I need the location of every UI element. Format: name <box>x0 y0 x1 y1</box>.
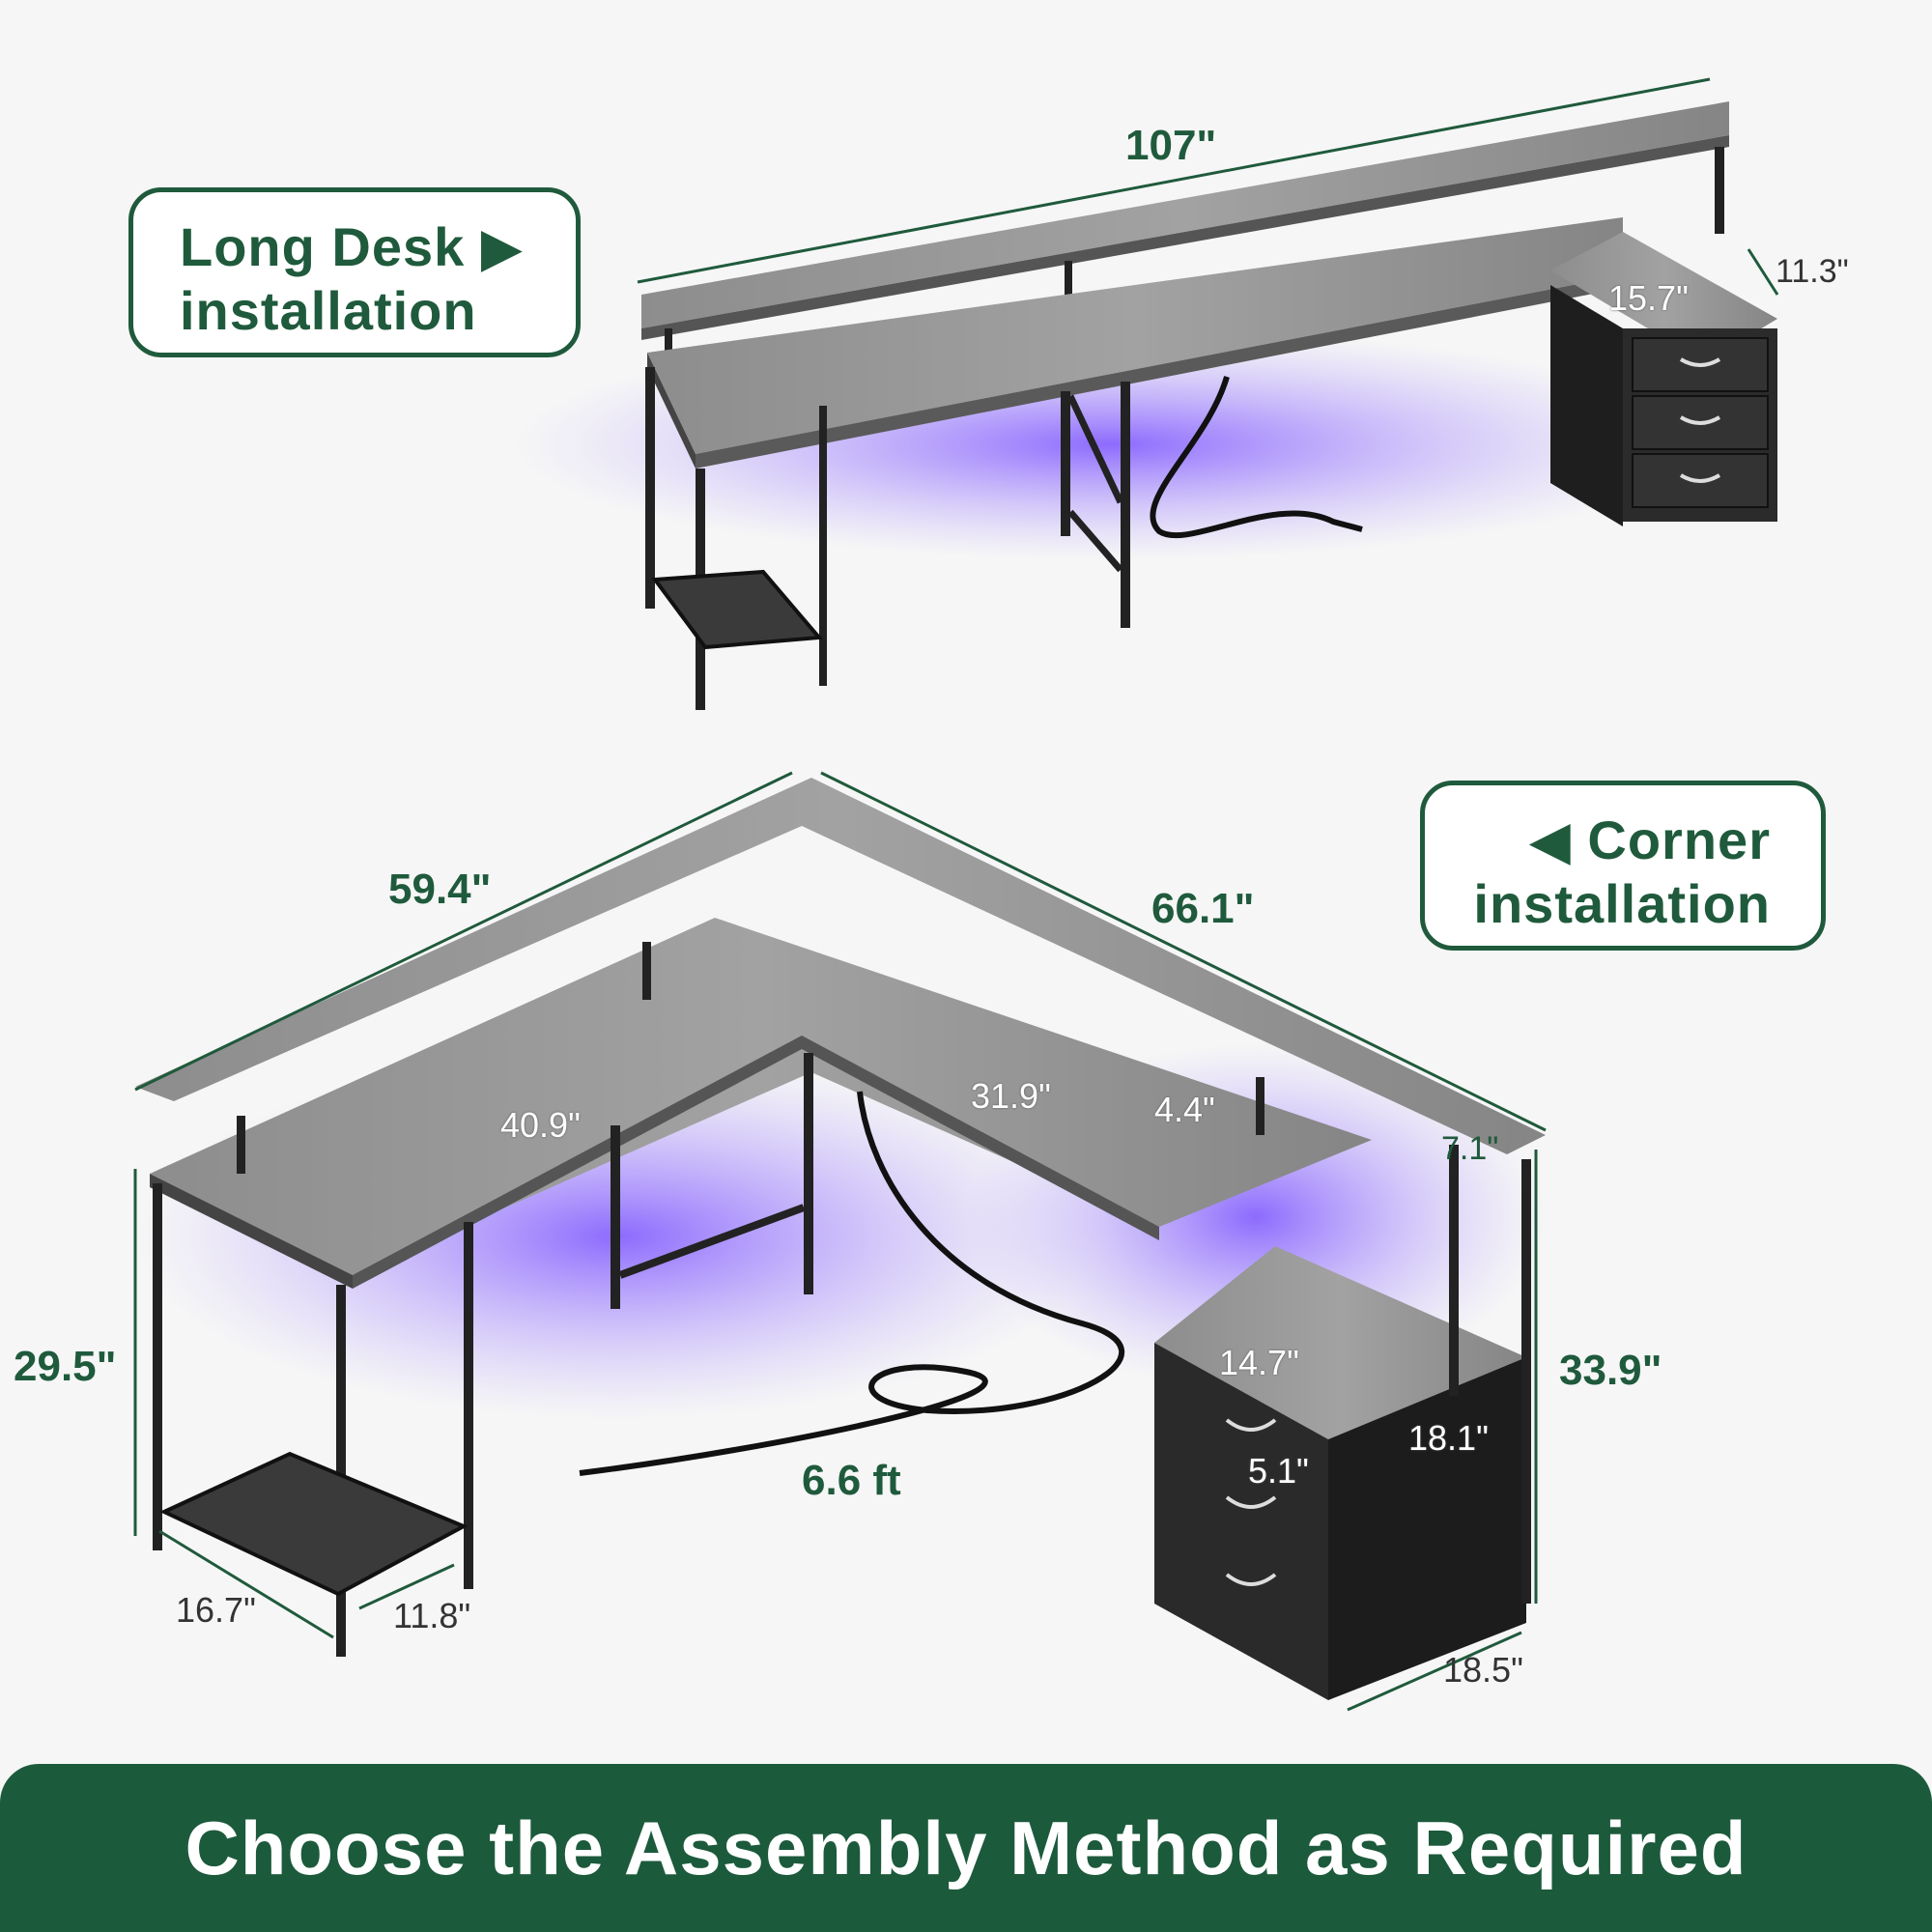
dim-14-7: 14.7" <box>1219 1343 1299 1382</box>
dim-18-5: 18.5" <box>1443 1650 1523 1690</box>
dim-15-7: 15.7" <box>1608 278 1689 318</box>
dim-31-9: 31.9" <box>971 1076 1051 1116</box>
desk-leg <box>464 1222 473 1589</box>
monitor-shelf <box>641 101 1729 328</box>
cross-brace <box>1066 394 1124 504</box>
shelf-post <box>642 942 651 1000</box>
dim-line-66-1 <box>820 771 1547 1132</box>
long-desk-tag: Long Desk ▶ installation <box>128 187 581 357</box>
dim-line-59-4 <box>134 771 793 1092</box>
cabinet-top <box>1154 1246 1526 1439</box>
desk-leg <box>645 367 655 609</box>
desktop <box>647 217 1623 454</box>
power-cable <box>1150 376 1363 539</box>
monitor-shelf <box>135 778 1546 1154</box>
drawer-handle <box>1225 1495 1277 1509</box>
cabinet-side <box>1550 285 1623 526</box>
dim-18-1: 18.1" <box>1408 1418 1489 1458</box>
desktop-edge <box>802 1036 1159 1240</box>
dim-4-4: 4.4" <box>1154 1090 1215 1129</box>
desk-leg <box>611 1125 620 1309</box>
dim-59-4: 59.4" <box>388 866 492 913</box>
cabinet-front <box>1154 1343 1328 1700</box>
dim-29-5: 29.5" <box>14 1343 117 1390</box>
shelf-post <box>237 1116 245 1174</box>
drawer-handle <box>1225 1573 1277 1586</box>
dim-11-8: 11.8" <box>393 1596 471 1635</box>
cabinet-side <box>1328 1357 1526 1700</box>
dim-40-9: 40.9" <box>500 1105 581 1145</box>
desktop-front-edge <box>696 275 1623 469</box>
corner-tag: ◀ Corner installation <box>1420 781 1826 951</box>
frame-post <box>1449 1145 1459 1396</box>
power-cable <box>579 1091 1124 1476</box>
shelf-edge <box>641 135 1729 340</box>
desk-leg <box>804 1053 813 1294</box>
shelf-post <box>1256 1077 1264 1135</box>
bottom-banner: Choose the Assembly Method as Required <box>0 1764 1932 1932</box>
dim-11-3: 11.3" <box>1776 253 1849 290</box>
corner-desk <box>133 771 1547 1712</box>
shelf-post <box>1715 147 1724 234</box>
banner-title: Choose the Assembly Method as Required <box>185 1804 1747 1890</box>
dim-line-16-7 <box>158 1529 334 1639</box>
drawer-handle <box>1679 357 1721 367</box>
dim-33-9: 33.9" <box>1559 1347 1662 1394</box>
long-desk-title: Long Desk <box>180 216 466 277</box>
desktop <box>150 918 1372 1275</box>
dim-5-1: 5.1" <box>1248 1451 1309 1491</box>
dim-7-1: 7.1" <box>1441 1130 1499 1167</box>
desk-leg <box>1121 382 1130 628</box>
long-desk-subtitle: installation <box>180 280 477 341</box>
play-right-icon: ▶ <box>480 216 524 277</box>
dim-16-7: 16.7" <box>176 1590 256 1630</box>
cross-brace <box>1067 509 1123 573</box>
desk-leg <box>153 1183 162 1550</box>
mesh-shelf <box>159 1451 469 1597</box>
shelf-post <box>1065 261 1072 299</box>
long-desk <box>512 77 1779 710</box>
dim-66-1: 66.1" <box>1151 885 1255 932</box>
dim-line-107 <box>637 77 1711 284</box>
mesh-shelf <box>651 569 824 650</box>
desktop-edge <box>647 353 696 469</box>
corner-title: Corner <box>1587 810 1771 870</box>
frame-post <box>1521 1159 1531 1604</box>
dim-line-18-5 <box>1347 1631 1522 1712</box>
drawer-handle <box>1225 1418 1277 1432</box>
drawer-handle <box>1679 473 1721 483</box>
dim-107: 107" <box>1125 122 1217 169</box>
cross-brace <box>618 1204 806 1279</box>
dim-6-6ft: 6.6 ft <box>802 1457 901 1504</box>
desk-leg <box>819 406 827 686</box>
corner-subtitle: installation <box>1473 873 1771 934</box>
drawer-handle <box>1679 415 1721 425</box>
dim-line-11-3 <box>1747 248 1779 296</box>
desk-leg <box>1061 391 1070 536</box>
drawer <box>1632 337 1769 392</box>
desk-leg <box>336 1285 346 1657</box>
dim-line-11-8 <box>358 1563 455 1610</box>
desktop-edge <box>150 1174 353 1289</box>
play-left-icon: ◀ <box>1528 810 1572 870</box>
